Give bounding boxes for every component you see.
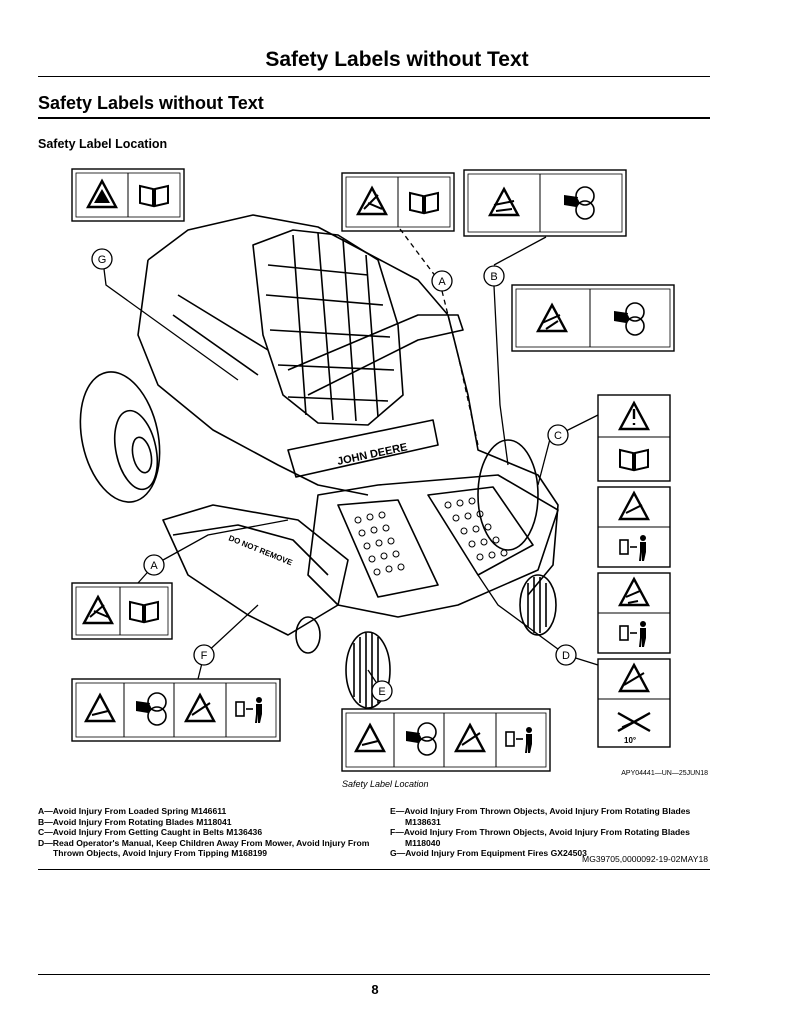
- legend-item-a: A—Avoid Injury From Loaded Spring M14661…: [38, 806, 227, 816]
- page-header: Safety Labels without Text: [265, 48, 529, 71]
- doc-id: MG39705,0000092-19-02MAY18: [582, 854, 708, 864]
- footer-rule: [38, 974, 710, 975]
- legend-item-g: G—Avoid Injury From Equipment Fires GX24…: [390, 848, 587, 859]
- label-a-top: [341, 172, 455, 232]
- legend-item-e: E—Avoid Injury From Thrown Objects, Avoi…: [390, 806, 691, 816]
- callout-d: D: [562, 650, 570, 662]
- legend-item-e-cont: M138631: [405, 816, 441, 827]
- safety-label-figure: JOHN DEERE DO NOT REMOVE: [38, 165, 710, 777]
- callout-a-top: A: [438, 276, 446, 288]
- callout-f: F: [201, 650, 208, 662]
- legend-right: E—Avoid Injury From Thrown Objects, Avoi…: [390, 806, 710, 859]
- legend-item-c: C—Avoid Injury From Getting Caught in Be…: [38, 827, 263, 838]
- legend-item-f-cont: M118040: [405, 837, 441, 848]
- label-a-left: [71, 582, 173, 640]
- label-c-belts: [511, 284, 675, 352]
- page-number: 8: [371, 982, 379, 997]
- callout-g: G: [98, 254, 107, 266]
- deck-text: DO NOT REMOVE: [227, 534, 294, 568]
- callout-b: B: [490, 271, 497, 283]
- legend-item-d: D—Read Operator's Manual, Keep Children …: [38, 837, 370, 848]
- subsection-title: Safety Label Location: [38, 137, 168, 151]
- brand-text: JOHN DEERE: [336, 441, 408, 468]
- header-rule: [38, 76, 710, 77]
- label-e: [341, 708, 551, 772]
- callouts: G A B C D E F A: [91, 248, 577, 702]
- label-b: [463, 169, 627, 237]
- tip-angle: 10°: [624, 736, 636, 745]
- figure-id: APY04441—UN—25JUN18: [621, 770, 708, 777]
- section-title: Safety Labels without Text: [38, 93, 264, 113]
- callout-c: C: [554, 430, 562, 442]
- callout-a-left: A: [150, 560, 158, 572]
- label-f: [71, 678, 281, 742]
- legend-left: A—Avoid Injury From Loaded Spring M14661…: [38, 806, 378, 859]
- callout-e: E: [378, 686, 385, 698]
- legend-item-d-cont: Thrown Objects, Avoid Injury From Tippin…: [53, 848, 268, 859]
- legend-item-f: F—Avoid Injury From Thrown Objects, Avoi…: [390, 827, 690, 838]
- label-d: 10°: [597, 394, 671, 748]
- figure-caption: Safety Label Location: [342, 779, 429, 789]
- legend-item-b: B—Avoid Injury From Rotating Blades M118…: [38, 816, 232, 827]
- label-g: [71, 168, 185, 222]
- section-rule: [38, 117, 710, 119]
- legend-rule: [38, 869, 710, 870]
